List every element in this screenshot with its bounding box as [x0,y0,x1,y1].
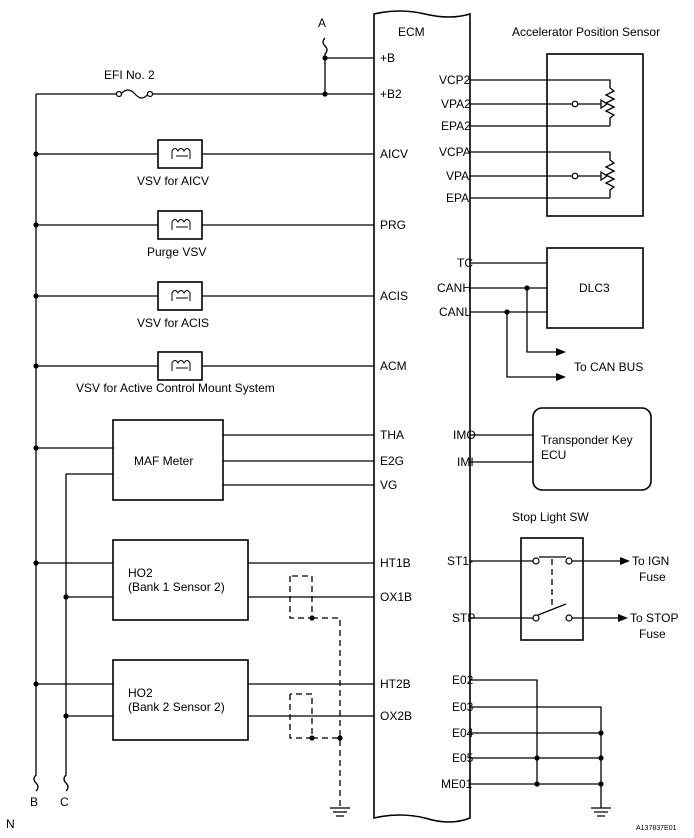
stop-light-switch [470,537,630,641]
to-stop-fuse-label: Fuse [639,627,666,641]
pin-plus-b: +B [380,51,395,65]
pin-imo: IMO [453,428,476,442]
connector-a-wire [322,37,374,97]
accel-position-sensor [470,53,644,217]
pin-acm: ACM [380,359,407,373]
pin-vpa: VPA [446,169,469,183]
pin-tc: TC [457,256,473,270]
pin-plus-b2: +B2 [380,87,402,101]
efi-no2-label: EFI No. 2 [104,68,155,82]
pin-e05: E05 [452,751,474,765]
ecm-body [373,10,471,823]
pin-aicv: AICV [380,147,408,161]
connector-a-label: A [318,16,326,30]
pin-tha: THA [380,428,404,442]
pin-vpa2: VPA2 [441,97,471,111]
vsv-acis-relay [36,281,374,311]
pin-st1: ST1- [447,554,473,568]
to-ign-fuse-label: Fuse [639,570,666,584]
pin-ht2b: HT2B [380,677,411,691]
ho2-bank1-sensor [36,539,374,808]
pin-prg: PRG [380,218,406,232]
pin-ox1b: OX1B [380,590,412,604]
pin-canl: CANL [439,305,471,319]
pin-stp: STP [452,611,475,625]
can-bus-label: To CAN BUS [574,360,643,374]
to-stop-label: To STOP [630,611,678,625]
efi-no2-fuse [36,89,374,99]
transponder-line1: Transponder Key [541,433,633,447]
purge-vsv-relay [36,210,374,240]
pin-acis: ACIS [380,289,408,303]
pin-e02: E02 [452,673,474,687]
bus-c [63,474,69,792]
pin-epa2: EPA2 [441,119,471,133]
stop-light-sw-label: Stop Light SW [512,510,589,524]
pin-e03: E03 [452,700,474,714]
vsv-acis-label: VSV for ACIS [137,316,209,330]
pin-epa: EPA [446,191,469,205]
transponder-key-ecu [470,407,652,491]
ecm-title: ECM [398,25,425,39]
ho2-b1-line2: (Bank 1 Sensor 2) [128,580,225,594]
connector-b-label: B [30,795,38,809]
corner-mark-n: N [6,817,15,831]
vsv-acm-relay [36,351,374,381]
pin-vg: VG [380,478,397,492]
pin-e2g: E2G [380,454,404,468]
dlc3-label: DLC3 [579,281,610,295]
ho2-b2-line2: (Bank 2 Sensor 2) [128,700,225,714]
ho2-b2-line1: HO2 [128,686,153,700]
vsv-aicv-label: VSV for AICV [137,174,209,188]
pin-vcp2: VCP2 [439,73,471,87]
pin-imi: IMI [457,455,474,469]
purge-vsv-label: Purge VSV [147,245,206,259]
dlc3-connector [470,247,644,381]
transponder-line2: ECU [541,448,566,462]
ho2-bank2-sensor [36,659,374,741]
to-ign-label: To IGN [632,554,669,568]
vsv-aicv-relay [36,139,374,169]
vsv-acm-label: VSV for Active Control Mount System [76,381,275,395]
accel-sensor-label: Accelerator Position Sensor [512,25,660,39]
pin-e04: E04 [452,726,474,740]
pin-me01: ME01 [441,777,473,791]
ground-wiring-right [470,679,611,817]
pin-ox2b: OX2B [380,709,412,723]
maf-meter [36,419,374,501]
ground-symbol-left [330,807,350,817]
figure-id: A137837E01 [636,825,677,832]
bus-b [33,94,39,792]
pin-ht1b: HT1B [380,556,411,570]
ho2-b1-line1: HO2 [128,566,153,580]
pin-canh: CANH [437,281,471,295]
pin-vcpa: VCPA [439,145,471,159]
connector-c-label: C [60,795,69,809]
maf-label: MAF Meter [134,454,193,468]
